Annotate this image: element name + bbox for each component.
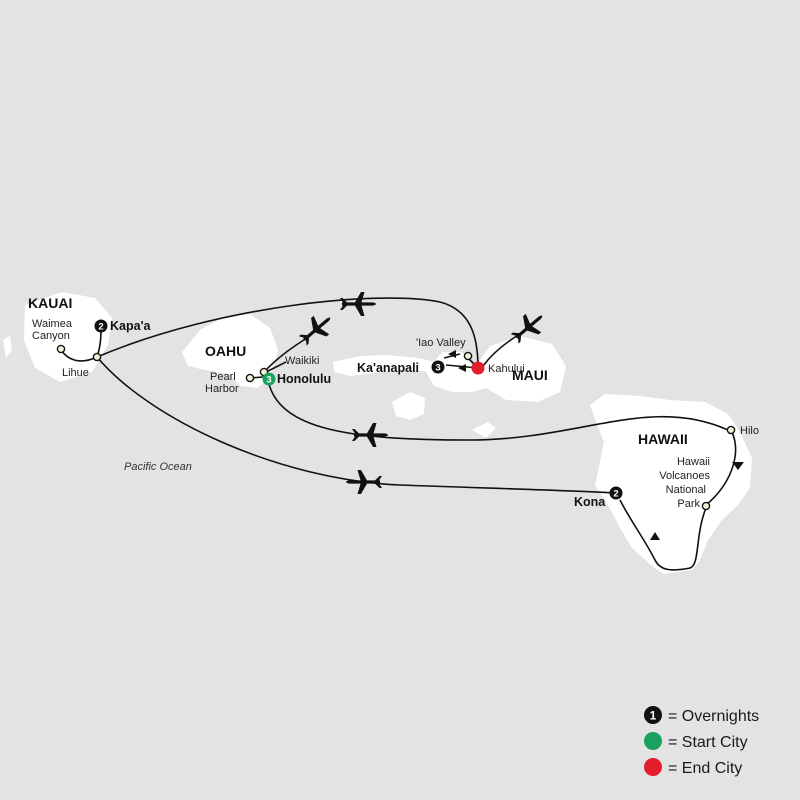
route-volcanoes-kona bbox=[619, 499, 707, 571]
label-kahului: Kahului bbox=[488, 363, 525, 375]
label-volcanoes-1: Hawaii bbox=[677, 456, 710, 468]
arrow-kaanapali-kahului bbox=[458, 364, 466, 372]
label-iao-valley: 'Iao Valley bbox=[416, 337, 466, 349]
island-label-hawaii: HAWAII bbox=[638, 431, 688, 447]
overnight-badge-kaanapali: 3 bbox=[431, 360, 445, 374]
label-pacific-ocean: Pacific Ocean bbox=[124, 461, 192, 473]
plane-icon-kauai-maui bbox=[340, 292, 376, 316]
volcanoes-marker bbox=[701, 501, 711, 511]
arrow-volcanoes-kona bbox=[650, 532, 660, 540]
label-lihue: Lihue bbox=[62, 367, 89, 379]
island-niihau bbox=[3, 336, 12, 358]
svg-text:2: 2 bbox=[613, 489, 618, 500]
legend-end-city-icon bbox=[644, 758, 662, 776]
island-kahoolawe bbox=[472, 422, 496, 438]
legend: 1 = Overnights = Start City = End City bbox=[644, 706, 759, 777]
plane-icon-oahu-hawaii bbox=[352, 423, 388, 447]
route-lihue-kona bbox=[96, 356, 617, 494]
hilo-marker bbox=[726, 425, 736, 435]
legend-overnights: 1 = Overnights bbox=[644, 706, 759, 725]
label-honolulu: Honolulu bbox=[277, 372, 331, 386]
svg-text:2: 2 bbox=[98, 322, 103, 333]
label-waimea: Waimea bbox=[32, 318, 73, 330]
label-harbor: Harbor bbox=[205, 383, 239, 395]
label-volcanoes-2: Volcanoes bbox=[659, 470, 710, 482]
iao-valley-marker bbox=[463, 351, 473, 361]
lihue-marker bbox=[92, 352, 102, 362]
legend-start-city: = Start City bbox=[644, 732, 748, 751]
svg-text:3: 3 bbox=[266, 375, 271, 386]
legend-overnights-icon bbox=[644, 706, 662, 724]
legend-end-city-label: = End City bbox=[668, 760, 742, 777]
island-label-oahu: OAHU bbox=[205, 343, 246, 359]
label-volcanoes-4: Park bbox=[677, 498, 700, 510]
plane-icon-oahu-departure bbox=[294, 308, 338, 351]
svg-text:1: 1 bbox=[650, 709, 657, 723]
label-hilo: Hilo bbox=[740, 425, 759, 437]
arrow-hilo-volcanoes bbox=[732, 462, 744, 470]
label-waikiki: Waikiki bbox=[285, 355, 319, 367]
plane-icon-kona-kauai bbox=[346, 470, 382, 494]
svg-text:3: 3 bbox=[435, 363, 440, 374]
legend-start-city-label: = Start City bbox=[668, 734, 748, 751]
overnight-badge-kona: 2 bbox=[609, 486, 623, 500]
island-molokai bbox=[333, 355, 436, 376]
route-lihue-kahului bbox=[96, 297, 479, 369]
pearl-harbor-marker bbox=[245, 373, 255, 383]
overnight-badge-kapaa: 2 bbox=[94, 319, 108, 333]
legend-end-city: = End City bbox=[644, 758, 742, 777]
label-kaanapali: Ka'anapali bbox=[357, 361, 419, 375]
island-oahu bbox=[182, 314, 278, 388]
arrow-kahului-kaanapali bbox=[448, 350, 456, 358]
label-canyon: Canyon bbox=[32, 330, 70, 342]
label-kapaa: Kapa'a bbox=[110, 319, 152, 333]
island-label-maui: MAUI bbox=[512, 367, 548, 383]
label-volcanoes-3: National bbox=[666, 484, 706, 496]
island-label-kauai: KAUAI bbox=[28, 295, 72, 311]
island-maui bbox=[426, 336, 566, 402]
island-hawaii bbox=[590, 394, 752, 574]
route-honolulu-waikiki bbox=[265, 361, 287, 373]
label-kona: Kona bbox=[574, 495, 606, 509]
label-pearl: Pearl bbox=[210, 371, 236, 383]
legend-overnights-label: = Overnights bbox=[668, 708, 759, 725]
route-hilo-volcanoes bbox=[705, 431, 737, 506]
legend-start-city-icon bbox=[644, 732, 662, 750]
end-city-marker bbox=[471, 361, 485, 375]
island-lanai bbox=[392, 392, 425, 420]
route-honolulu-hilo bbox=[267, 379, 729, 441]
waimea-marker bbox=[56, 344, 66, 354]
overnight-badge-honolulu: 3 bbox=[262, 372, 276, 386]
